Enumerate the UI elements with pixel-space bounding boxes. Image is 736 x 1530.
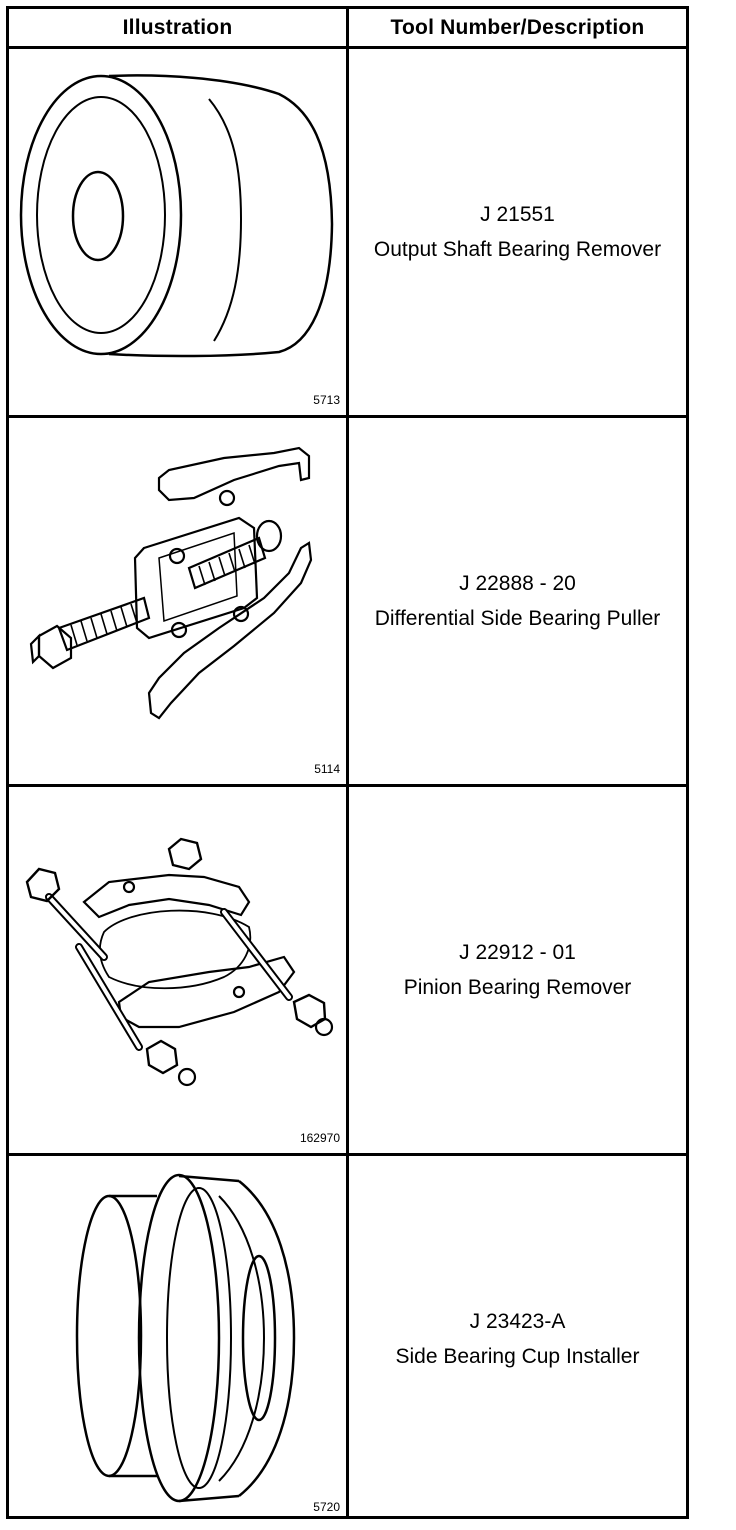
bearing-puller-icon (29, 446, 313, 720)
figure-number: 5720 (313, 1500, 340, 1514)
tool-number: J 21551 (480, 203, 555, 226)
bearing-remover-cylinder-icon (19, 74, 334, 358)
tool-description-cell: J 21551 Output Shaft Bearing Remover (349, 49, 686, 415)
illustration-column-header: Illustration (122, 15, 233, 39)
cup-installer-icon (75, 1173, 296, 1503)
figure-number: 162970 (299, 1131, 340, 1145)
pinion-bearing-remover-icon (25, 837, 334, 1087)
tool-column-header: Tool Number/Description (390, 15, 645, 39)
tool-description-cell: J 23423-A Side Bearing Cup Installer (349, 1156, 686, 1522)
illustration-cell: 162970 (9, 787, 346, 1153)
tool-name: Pinion Bearing Remover (403, 976, 632, 999)
illustration-cell: 5114 (9, 418, 346, 784)
column-divider (346, 9, 349, 1516)
illustration-cell: 5720 (9, 1156, 346, 1522)
tool-name: Output Shaft Bearing Remover (373, 238, 662, 261)
tool-name: Differential Side Bearing Puller (374, 607, 661, 630)
table-row: 162970 J 22912 - 01 Pinion Bearing Remov… (9, 787, 686, 1156)
tool-number: J 23423-A (469, 1310, 566, 1333)
table-row: 5713 J 21551 Output Shaft Bearing Remove… (9, 49, 686, 418)
tool-description-cell: J 22888 - 20 Differential Side Bearing P… (349, 418, 686, 784)
tool-number: J 22912 - 01 (459, 941, 576, 964)
tool-name: Side Bearing Cup Installer (395, 1345, 640, 1368)
tool-table: Illustration Tool Number/Description 571… (6, 6, 689, 1519)
tool-number: J 22888 - 20 (459, 572, 576, 595)
table-row: 5720 J 23423-A Side Bearing Cup Installe… (9, 1156, 686, 1522)
figure-number: 5713 (313, 393, 340, 407)
table-row: 5114 J 22888 - 20 Differential Side Bear… (9, 418, 686, 787)
illustration-cell: 5713 (9, 49, 346, 415)
figure-number: 5114 (314, 762, 340, 776)
tool-description-cell: J 22912 - 01 Pinion Bearing Remover (349, 787, 686, 1153)
